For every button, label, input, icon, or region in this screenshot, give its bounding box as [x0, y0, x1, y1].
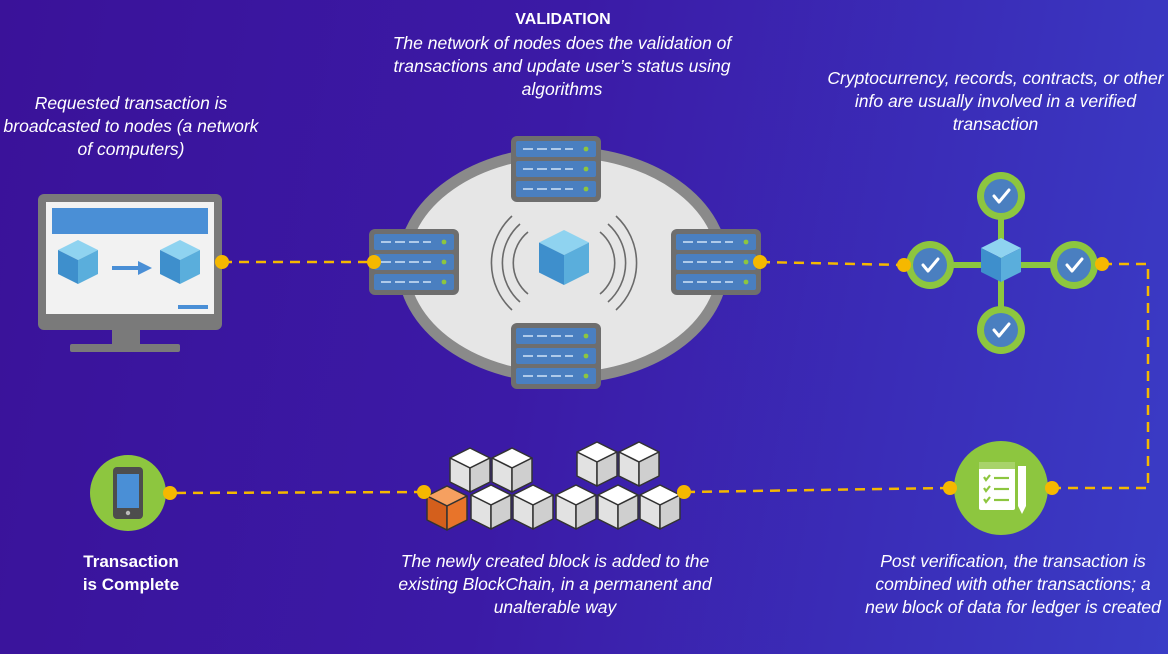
new-block-icon — [426, 485, 468, 531]
verified-info-caption: Cryptocurrency, records, contracts, or o… — [827, 68, 1164, 134]
verified-cluster — [904, 170, 1100, 356]
connector-lines — [169, 260, 1150, 495]
chain-caption: The newly created block is added to the … — [398, 551, 712, 617]
server-icon — [670, 228, 762, 296]
new-block-caption: Post verification, the transaction is co… — [865, 551, 1161, 617]
server-icon — [510, 135, 602, 203]
broadcast-caption: Requested transaction is broadcasted to … — [3, 93, 259, 159]
check-icon — [975, 170, 1027, 222]
monitor-icon — [38, 194, 222, 352]
validation-title: VALIDATION — [515, 11, 611, 28]
clipboard-icon — [954, 441, 1048, 535]
check-icon — [904, 239, 956, 291]
validation-caption: The network of nodes does the validation… — [392, 33, 732, 99]
cube-icon — [981, 238, 1021, 282]
blockchain-icon — [426, 441, 681, 531]
check-icon — [1048, 239, 1100, 291]
check-icon — [975, 304, 1027, 356]
connector-dots — [163, 255, 1109, 500]
smartphone-icon — [90, 455, 166, 531]
server-icon — [510, 322, 602, 390]
server-icon — [368, 228, 460, 296]
complete-caption: Transaction is Complete — [82, 552, 180, 594]
